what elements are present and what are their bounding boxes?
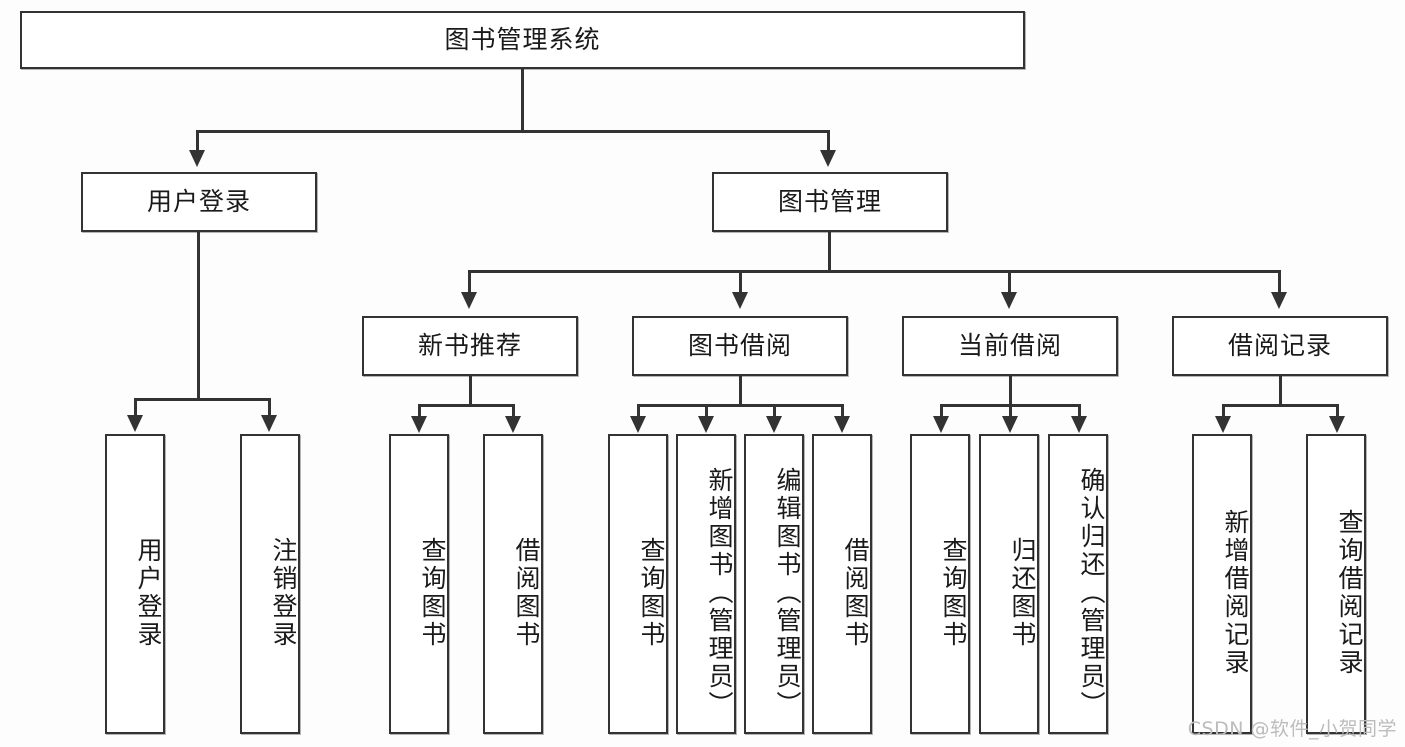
edge-new-book-bus: [418, 404, 514, 407]
edge-bb-to-leaf-1: [637, 404, 640, 418]
arrow-user-login-to-leaf-2: [261, 415, 277, 432]
edge-br-to-leaf-1: [1222, 404, 1225, 418]
node-label: 新书推荐: [417, 330, 522, 360]
edge-borrow-record-stem: [1279, 376, 1282, 406]
arrow-bm-to-current-borrow: [1001, 292, 1017, 309]
edge-book-borrow-bus: [637, 404, 842, 407]
node-label: 新增借阅记录: [1221, 509, 1250, 677]
edge-root-stem: [521, 69, 524, 131]
arrow-bm-to-book-borrow: [732, 292, 748, 309]
node-root-book-management-system[interactable]: 图书管理系统: [20, 11, 1025, 69]
node-borrow-record[interactable]: 借阅记录: [1172, 316, 1388, 376]
node-leaf-borrow-edit-book-admin[interactable]: 编辑图书（管理员）: [744, 434, 804, 734]
node-label: 编辑图书（管理员）: [773, 467, 802, 719]
node-book-management[interactable]: 图书管理: [712, 172, 948, 232]
node-leaf-borrow-add-book-admin[interactable]: 新增图书（管理员）: [676, 434, 736, 734]
node-new-book-recommend[interactable]: 新书推荐: [362, 316, 578, 376]
node-label: 查询图书: [418, 537, 447, 649]
arrow-cb-to-leaf-1: [933, 416, 949, 433]
arrow-br-to-leaf-1: [1215, 416, 1231, 433]
edge-root-to-user-login: [196, 130, 199, 152]
edge-book-borrow-stem: [739, 376, 742, 406]
edge-bm-to-new-book: [468, 270, 471, 294]
edge-user-login-to-leaf-1: [134, 398, 137, 417]
edge-new-book-stem: [469, 376, 472, 406]
node-leaf-current-confirm-return-admin[interactable]: 确认归还（管理员）: [1048, 434, 1108, 734]
edge-cb-to-leaf-2: [1009, 404, 1012, 418]
node-label: 图书借阅: [687, 330, 792, 360]
node-leaf-user-login-1[interactable]: 用户登录: [105, 434, 165, 734]
node-label: 图书管理: [777, 186, 882, 216]
edge-bm-to-borrow-record: [1278, 270, 1281, 294]
node-label: 当前借阅: [957, 330, 1062, 360]
arrow-cb-to-leaf-3: [1071, 416, 1087, 433]
edge-book-management-bus: [468, 270, 1280, 273]
arrow-br-to-leaf-2: [1329, 416, 1345, 433]
node-label: 查询图书: [939, 537, 968, 649]
edge-bm-to-book-borrow: [739, 270, 742, 294]
node-label: 查询图书: [637, 537, 666, 649]
arrow-bb-to-leaf-4: [834, 416, 850, 433]
node-label: 确认归还（管理员）: [1077, 467, 1106, 719]
node-leaf-current-return-book[interactable]: 归还图书: [979, 434, 1039, 734]
node-leaf-recommend-borrow-book[interactable]: 借阅图书: [483, 434, 543, 734]
edge-br-to-leaf-2: [1336, 404, 1339, 418]
edge-bb-to-leaf-3: [773, 404, 776, 418]
edge-cb-to-leaf-3: [1078, 404, 1081, 418]
edge-user-login-bus: [134, 398, 270, 401]
node-label: 用户登录: [146, 186, 251, 216]
arrow-root-to-user-login: [189, 150, 205, 167]
node-book-borrow[interactable]: 图书借阅: [632, 316, 848, 376]
edge-bb-to-leaf-2: [705, 404, 708, 418]
node-label: 新增图书（管理员）: [705, 467, 734, 719]
node-leaf-record-add-record[interactable]: 新增借阅记录: [1192, 434, 1252, 734]
arrow-bb-to-leaf-2: [698, 416, 714, 433]
watermark: CSDN @软件_小贺同学: [1187, 718, 1397, 740]
arrow-bb-to-leaf-3: [766, 416, 782, 433]
arrow-bm-to-borrow-record: [1271, 292, 1287, 309]
edge-root-bus: [196, 130, 829, 133]
arrow-new-book-to-leaf-2: [505, 416, 521, 433]
node-label: 借阅图书: [512, 537, 541, 649]
edge-book-management-stem: [828, 232, 831, 272]
node-leaf-borrow-query-book[interactable]: 查询图书: [608, 434, 668, 734]
edge-cb-to-leaf-1: [940, 404, 943, 418]
node-label: 借阅记录: [1227, 330, 1332, 360]
node-label: 借阅图书: [841, 537, 870, 649]
node-leaf-user-logout[interactable]: 注销登录: [240, 434, 300, 734]
node-leaf-current-query-book[interactable]: 查询图书: [910, 434, 970, 734]
edge-bb-to-leaf-4: [841, 404, 844, 418]
node-leaf-record-query-record[interactable]: 查询借阅记录: [1306, 434, 1366, 734]
node-user-login[interactable]: 用户登录: [81, 172, 317, 232]
node-label: 归还图书: [1008, 537, 1037, 649]
node-leaf-recommend-query-book[interactable]: 查询图书: [389, 434, 449, 734]
edge-new-book-to-leaf-1: [418, 404, 421, 418]
edge-user-login-to-leaf-2: [268, 398, 271, 417]
edge-current-borrow-stem: [1009, 376, 1012, 406]
edge-root-to-book-management: [827, 130, 830, 152]
arrow-bb-to-leaf-1: [630, 416, 646, 433]
node-leaf-borrow-borrow-book[interactable]: 借阅图书: [812, 434, 872, 734]
edge-bm-to-current-borrow: [1008, 270, 1011, 294]
node-label: 用户登录: [134, 537, 163, 649]
node-current-borrow[interactable]: 当前借阅: [902, 316, 1118, 376]
arrow-user-login-to-leaf-1: [127, 415, 143, 432]
node-label: 查询借阅记录: [1335, 509, 1364, 677]
edge-borrow-record-bus: [1222, 404, 1338, 407]
node-label: 图书管理系统: [444, 24, 601, 54]
arrow-root-to-book-management: [820, 150, 836, 167]
edge-user-login-stem: [197, 232, 200, 400]
node-label: 注销登录: [269, 537, 298, 649]
arrow-new-book-to-leaf-1: [411, 416, 427, 433]
edge-new-book-to-leaf-2: [512, 404, 515, 418]
arrow-bm-to-new-book: [461, 292, 477, 309]
arrow-cb-to-leaf-2: [1002, 416, 1018, 433]
